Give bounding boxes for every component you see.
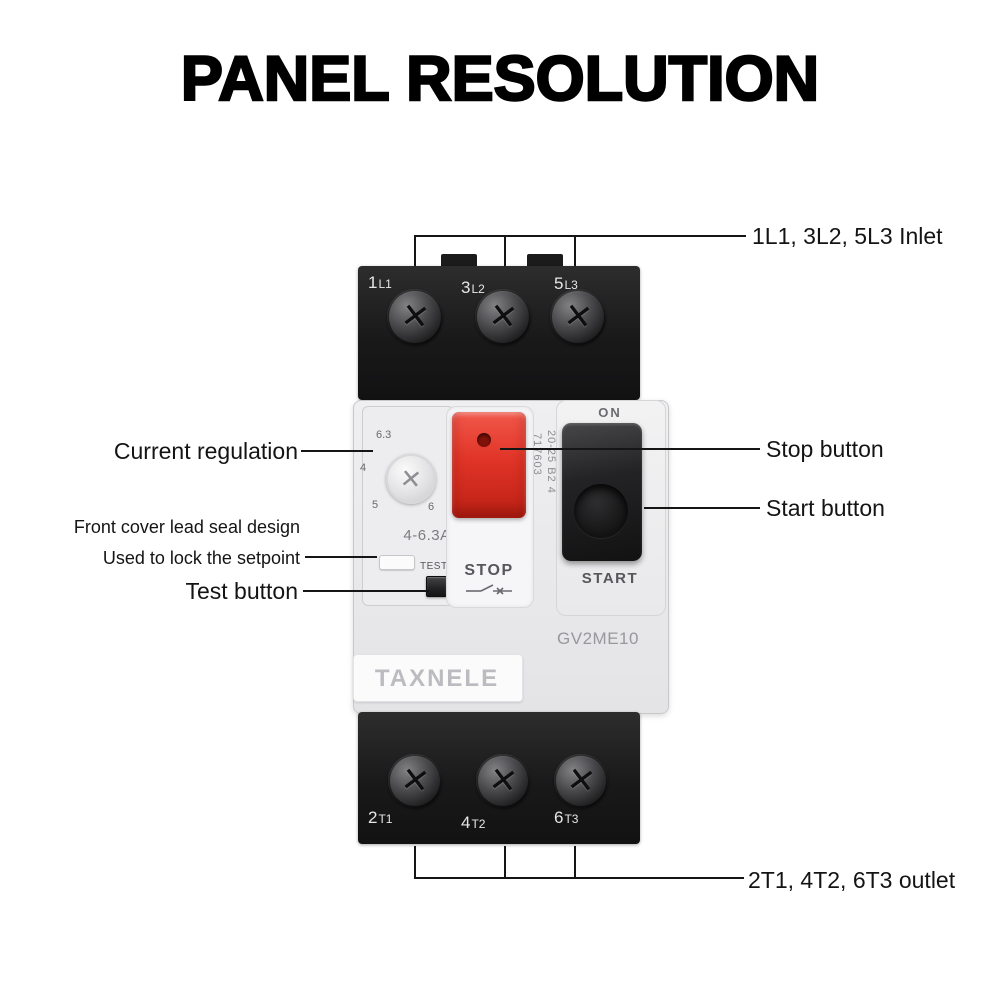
callout-line-current-regulation: [301, 450, 373, 452]
callout-test-button: Test button: [185, 578, 298, 604]
callout-line-inlet: [414, 235, 746, 237]
terminal-number: 2: [368, 808, 378, 827]
callout-lead-seal-line-2: Used to lock the setpoint: [102, 548, 300, 568]
callout-lead-seal-line-1: Front cover lead seal design: [73, 517, 300, 537]
dial-clear-cover: [362, 406, 454, 606]
dial-tick-label: 5: [372, 499, 379, 511]
top-mount-tab-right: [527, 254, 563, 268]
print-code-serial: 717603: [531, 433, 543, 476]
nc-contact-icon: [466, 584, 512, 595]
terminal-number: 3: [461, 278, 471, 297]
brand-strip: [353, 654, 523, 702]
model-label: GV2ME10: [557, 629, 639, 648]
dial-tick-label: 4: [360, 462, 367, 474]
screw-cross-icon: ✕: [564, 760, 598, 802]
callout-line-outlet-stub-3: [574, 846, 576, 879]
callout-line-outlet: [414, 877, 744, 879]
terminal-screw-1L1: ✕: [387, 289, 443, 345]
brand-logo: TAXNELE: [374, 665, 500, 692]
screw-cross-icon: ✕: [486, 760, 520, 802]
callout-line-inlet-stub-3: [574, 235, 576, 266]
dial-tick-label: 6: [428, 501, 435, 513]
terminal-phase: T1: [378, 812, 393, 826]
callout-line-outlet-stub-1: [414, 846, 416, 879]
callout-inlet: 1L1, 3L2, 5L3 Inlet: [752, 223, 943, 249]
terminal-number: 6: [554, 808, 564, 827]
dial-tick-label: 6.3: [376, 429, 392, 441]
terminal-phase: L3: [564, 278, 578, 292]
start-button: [562, 423, 642, 561]
screw-cross-icon: ✕: [398, 296, 432, 338]
screw-cross-icon: ✕: [561, 296, 595, 338]
start-label: START: [581, 570, 639, 587]
callout-start-button: Start button: [766, 495, 885, 521]
test-button: [426, 576, 447, 597]
callout-line-start: [644, 507, 760, 509]
callout-stop-button: Stop button: [766, 436, 884, 462]
terminal-screw-4T2: ✕: [476, 754, 530, 808]
screw-cross-icon: ✕: [486, 296, 520, 338]
callout-line-lead-seal: [305, 556, 377, 558]
callout-current-regulation: Current regulation: [113, 438, 298, 464]
terminal-phase: T3: [564, 812, 579, 826]
stop-label: STOP: [464, 562, 514, 579]
on-label: ON: [598, 405, 622, 420]
current-range-label: 4-6.3A: [403, 527, 451, 544]
test-label: TEST: [420, 561, 448, 572]
stop-button-dimple: [477, 433, 491, 447]
terminal-phase: L2: [471, 282, 485, 296]
current-regulation-dial: ✕: [386, 454, 436, 504]
terminal-number: 4: [461, 813, 471, 832]
callout-line-inlet-stub-1: [414, 235, 416, 266]
screw-cross-icon: ✕: [398, 760, 432, 802]
terminal-screw-6T3: ✕: [554, 754, 608, 808]
terminal-phase: L1: [378, 277, 392, 291]
callout-line-test: [303, 590, 429, 592]
dial-slot-icon: ✕: [398, 462, 424, 496]
callout-line-inlet-stub-2: [504, 235, 506, 266]
terminal-screw-3L2: ✕: [475, 289, 531, 345]
callout-line-stop: [500, 448, 760, 450]
page-title: PANEL RESOLUTION: [180, 44, 821, 114]
lead-seal-tab: [379, 555, 415, 570]
callout-outlet: 2T1, 4T2, 6T3 outlet: [748, 867, 956, 893]
stop-button: [452, 412, 526, 518]
terminal-number: 1: [368, 273, 378, 292]
terminal-screw-2T1: ✕: [388, 754, 442, 808]
terminal-phase: T2: [471, 817, 486, 831]
print-code-batch: 20-25 B2 4: [545, 430, 557, 494]
top-mount-tab-left: [441, 254, 477, 268]
start-button-recess: [574, 484, 628, 538]
terminal-screw-5L3: ✕: [550, 289, 606, 345]
terminal-number: 5: [554, 274, 564, 293]
callout-line-outlet-stub-2: [504, 846, 506, 879]
